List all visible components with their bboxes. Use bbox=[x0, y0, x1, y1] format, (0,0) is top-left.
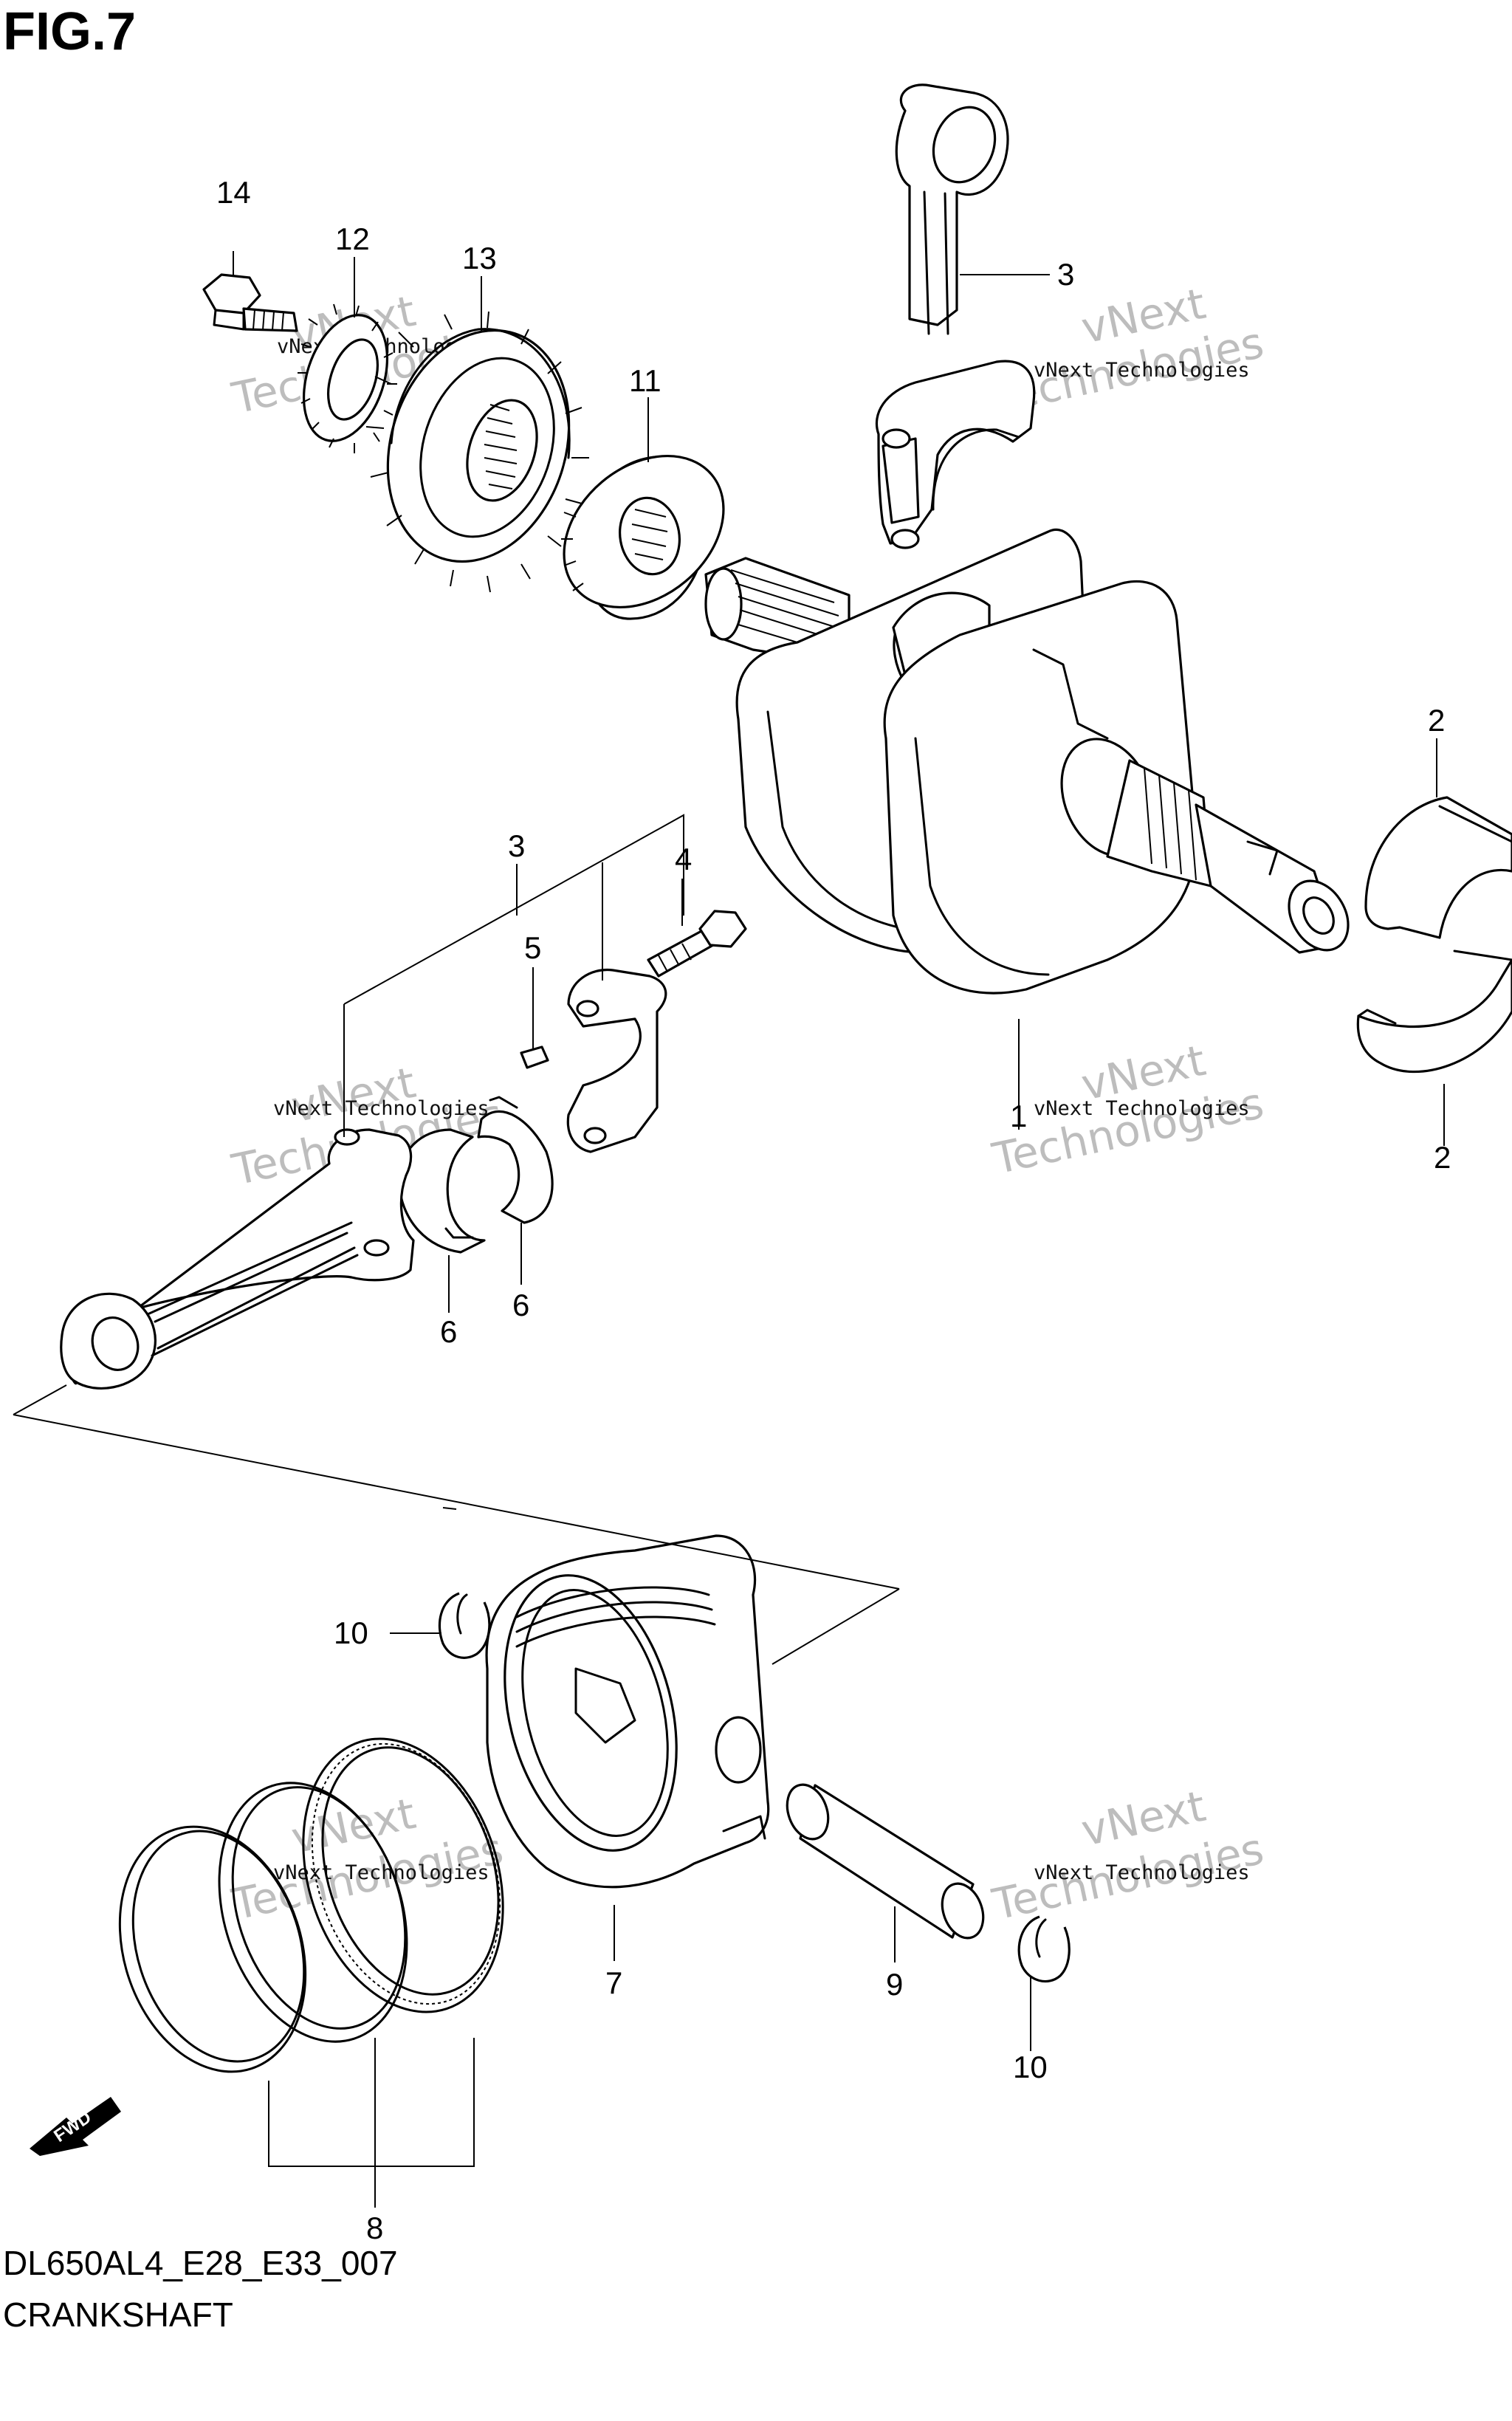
svg-text:vNext Technologies: vNext Technologies bbox=[1034, 1097, 1250, 1120]
part-3-connecting-rod-lower bbox=[60, 1128, 415, 1390]
watermark-middle-right: vNext Technologies vNext Technologies bbox=[988, 1035, 1268, 1184]
part-6-rod-bearing-left bbox=[397, 1128, 486, 1254]
callout-12: 12 bbox=[335, 222, 370, 256]
part-4-cap-bolt bbox=[647, 910, 747, 978]
callout-4: 4 bbox=[675, 842, 692, 876]
part-10-circlip-top bbox=[438, 1592, 491, 1659]
callout-1: 1 bbox=[1010, 1099, 1027, 1133]
part-7-piston bbox=[485, 1534, 770, 1889]
callout-10-bottom: 10 bbox=[1013, 2050, 1048, 2084]
svg-text:vNext Technologies: vNext Technologies bbox=[273, 1097, 489, 1120]
callout-2-bottom: 2 bbox=[1434, 1140, 1451, 1175]
part-3-connecting-rod-top bbox=[875, 83, 1036, 549]
callout-7: 7 bbox=[605, 1965, 622, 2000]
rod-cap bbox=[566, 968, 667, 1153]
part-6-rod-bearing-right bbox=[477, 1096, 554, 1224]
svg-text:vNext Technologies: vNext Technologies bbox=[273, 1861, 489, 1884]
svg-text:vNext Technologies: vNext Technologies bbox=[1034, 1861, 1250, 1884]
callout-5: 5 bbox=[524, 930, 541, 965]
watermark-bottom-left: vNext Technologies vNext Technologies bbox=[227, 1788, 508, 1930]
part-8-piston-rings bbox=[118, 1737, 504, 2073]
part-5-dowel-pin bbox=[520, 1045, 549, 1069]
part-9-piston-pin bbox=[786, 1783, 985, 1940]
part-13-large-gear bbox=[365, 311, 589, 593]
callout-6-left: 6 bbox=[440, 1314, 457, 1349]
callout-14: 14 bbox=[216, 175, 251, 210]
assembly-name: CRANKSHAFT bbox=[3, 2295, 233, 2334]
callout-6-right: 6 bbox=[512, 1288, 529, 1322]
part-14-bolt bbox=[202, 273, 298, 332]
callout-3-group: 3 bbox=[508, 828, 525, 863]
part-2-bearing-lower bbox=[1356, 949, 1512, 1074]
leader-lines bbox=[13, 251, 1445, 2208]
watermark-bottom-right: vNext Technologies vNext Technologies bbox=[988, 1781, 1268, 1930]
part-11-washer-gear bbox=[561, 454, 725, 620]
callout-13: 13 bbox=[462, 241, 497, 275]
watermark-top-right: vNext Technologies vNext Technologies bbox=[988, 278, 1268, 424]
callout-10-top: 10 bbox=[334, 1615, 368, 1650]
part-10-circlip-bottom bbox=[1017, 1915, 1071, 1983]
callout-11: 11 bbox=[629, 363, 662, 398]
part-12-small-gear bbox=[298, 303, 397, 453]
fwd-arrow-icon: FWD bbox=[30, 2097, 121, 2156]
callout-3-top: 3 bbox=[1057, 257, 1074, 292]
part-2-bearing-upper bbox=[1364, 796, 1512, 939]
callout-8: 8 bbox=[366, 2211, 383, 2245]
svg-text:vNext Technologies: vNext Technologies bbox=[1034, 359, 1250, 382]
callout-2-top: 2 bbox=[1428, 703, 1445, 738]
part-1-crankshaft bbox=[704, 528, 1350, 995]
figure-title: FIG.7 bbox=[3, 2, 137, 61]
callout-9: 9 bbox=[886, 1967, 903, 2002]
callout-numbers: 14 12 13 11 3 2 2 1 3 4 5 6 6 10 7 9 10 … bbox=[216, 175, 1451, 2245]
model-code: DL650AL4_E28_E33_007 bbox=[3, 2244, 398, 2282]
